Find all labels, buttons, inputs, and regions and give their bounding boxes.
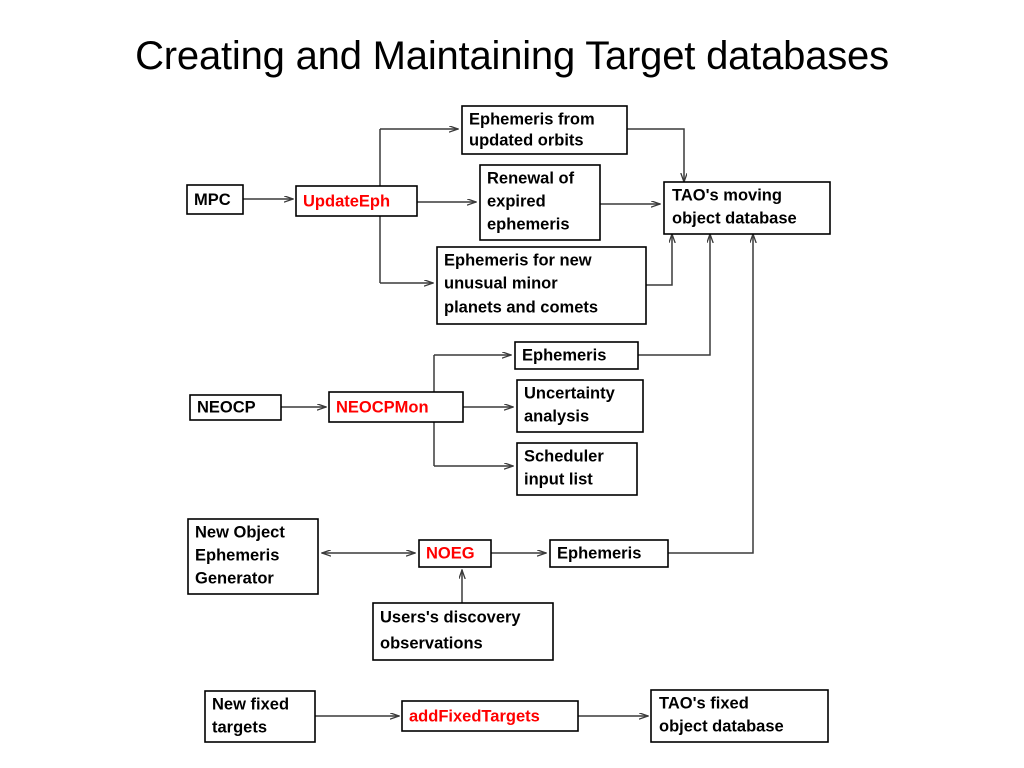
node-tao-fixed-db-line-0: TAO's fixed — [659, 694, 749, 712]
node-noeg[interactable]: NOEG — [418, 539, 492, 568]
node-noeg-line-0: NOEG — [426, 544, 475, 562]
node-mpc-line-0: MPC — [194, 191, 231, 209]
node-neocp-line-0: NEOCP — [197, 398, 256, 416]
node-ephemeris-neocp[interactable]: Ephemeris — [514, 341, 639, 370]
edge-eph-new-unusual-to-tao-moving-db — [646, 234, 672, 286]
node-new-fixed-targets-line-1: targets — [212, 718, 267, 736]
node-add-fixed-targets-line-0: addFixedTargets — [409, 707, 540, 725]
edge-eph-updated-orbits-to-tao-moving-db — [627, 128, 684, 182]
edge-ephemeris-noeg-to-tao-moving-db — [668, 234, 753, 554]
node-tao-fixed-db[interactable]: TAO's fixed object database — [650, 689, 829, 743]
node-noeg-generator-line-0: New Object — [195, 523, 285, 541]
node-eph-new-unusual-line-0: Ephemeris for new — [444, 251, 592, 269]
node-new-fixed-targets-line-0: New fixed — [212, 695, 289, 713]
node-tao-moving-db[interactable]: TAO's moving object database — [663, 181, 831, 235]
node-neocp[interactable]: NEOCP — [189, 394, 282, 421]
node-update-eph-line-0: UpdateEph — [303, 192, 390, 210]
node-uncertainty-line-0: Uncertainty — [524, 384, 616, 402]
node-renewal-expired-line-0: Renewal of — [487, 169, 575, 187]
node-noeg-generator-line-2: Generator — [195, 569, 274, 587]
node-tao-moving-db-line-0: TAO's moving — [672, 186, 782, 204]
node-neocpmon-line-0: NEOCPMon — [336, 398, 429, 416]
node-scheduler-line-0: Scheduler — [524, 447, 604, 465]
node-renewal-expired-line-1: expired — [487, 192, 546, 210]
node-eph-new-unusual-line-1: unusual minor — [444, 274, 558, 292]
node-mpc[interactable]: MPC — [186, 184, 244, 215]
node-scheduler-line-1: input list — [524, 470, 593, 488]
node-new-fixed-targets[interactable]: New fixed targets — [204, 690, 316, 743]
node-uncertainty-analysis[interactable]: Uncertainty analysis — [516, 379, 644, 433]
node-uncertainty-line-1: analysis — [524, 407, 589, 425]
page-title: Creating and Maintaining Target database… — [135, 34, 889, 78]
node-ephemeris-noeg[interactable]: Ephemeris — [549, 539, 669, 568]
node-eph-new-unusual[interactable]: Ephemeris for new unusual minor planets … — [436, 246, 647, 325]
node-eph-updated-orbits[interactable]: Ephemeris from updated orbits — [461, 105, 628, 155]
node-neocpmon[interactable]: NEOCPMon — [328, 391, 464, 423]
node-renewal-expired-line-2: ephemeris — [487, 215, 570, 233]
node-tao-moving-db-line-1: object database — [672, 209, 797, 227]
node-ephemeris-noeg-line-0: Ephemeris — [557, 544, 641, 562]
node-renewal-expired[interactable]: Renewal of expired ephemeris — [479, 164, 601, 241]
node-update-eph[interactable]: UpdateEph — [295, 185, 418, 217]
node-tao-fixed-db-line-1: object database — [659, 717, 784, 735]
node-user-observations[interactable]: Users's discovery observations — [372, 602, 554, 661]
node-add-fixed-targets[interactable]: addFixedTargets — [401, 700, 579, 732]
node-noeg-generator-line-1: Ephemeris — [195, 546, 279, 564]
node-user-obs-line-1: observations — [380, 634, 483, 652]
node-ephemeris-neocp-line-0: Ephemeris — [522, 346, 606, 364]
edge-ephemeris-neocp-to-tao-moving-db — [638, 234, 710, 356]
node-eph-updated-orbits-line-1: updated orbits — [469, 131, 584, 149]
node-eph-updated-orbits-line-0: Ephemeris from — [469, 110, 595, 128]
node-user-obs-line-0: Users's discovery — [380, 608, 521, 626]
node-eph-new-unusual-line-2: planets and comets — [444, 298, 598, 316]
node-noeg-generator[interactable]: New Object Ephemeris Generator — [187, 518, 319, 595]
node-scheduler-input-list[interactable]: Scheduler input list — [516, 442, 638, 496]
